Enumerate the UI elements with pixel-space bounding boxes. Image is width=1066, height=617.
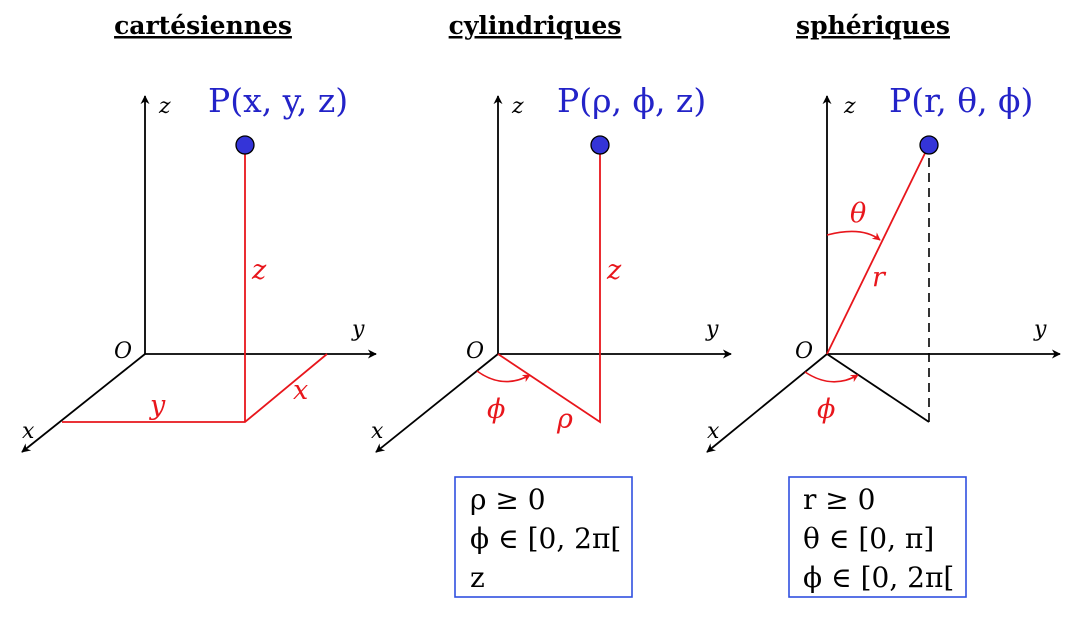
cylindrical-condition-z: z: [470, 561, 485, 594]
spherical-theta-arc: [826, 230, 881, 241]
spherical-projection-line: [826, 353, 930, 423]
cylindrical-axis-z-label: z: [511, 94, 524, 119]
cartesian-axis-x-label: x: [22, 419, 35, 444]
cylindrical-rho-and-height-lines: [497, 145, 601, 424]
spherical-origin-label: O: [795, 339, 813, 364]
spherical-title: sphériques: [796, 11, 950, 40]
spherical-phi-arc: [804, 371, 859, 383]
cylindrical-point-label: P(ρ, ϕ, z): [557, 81, 706, 120]
cylindrical-rho-label: ρ: [556, 404, 573, 435]
spherical-point-P: [919, 135, 939, 155]
cartesian-x-axis: [21, 353, 146, 453]
spherical-axis-z-label: z: [843, 94, 856, 119]
cartesian-point-label: P(x, y, z): [208, 81, 348, 120]
cylindrical-phi-label: ϕ: [487, 394, 505, 425]
spherical-axis-x-label: x: [707, 419, 720, 444]
cartesian-point-P: [235, 135, 255, 155]
cylindrical-condition-rho: ρ ≥ 0: [470, 483, 546, 516]
cylindrical-axis-y-label: y: [705, 317, 719, 342]
cartesian-axis-z-label: z: [158, 94, 171, 119]
cylindrical-point-P: [590, 135, 610, 155]
spherical-point-label: P(r, θ, ϕ): [889, 81, 1033, 120]
cylindrical-axis-x-label: x: [371, 419, 384, 444]
cartesian-title: cartésiennes: [114, 11, 292, 40]
cylindrical-conditions-box: ρ ≥ 0 ϕ ∈ [0, 2π[ z: [454, 476, 633, 598]
cartesian-x-value-label: x: [293, 375, 308, 406]
spherical-conditions-box: r ≥ 0 θ ∈ [0, π] ϕ ∈ [0, 2π[: [788, 476, 967, 598]
cylindrical-panel: cylindriques z y x O P(ρ, ϕ, z) z ρ ϕ ρ …: [371, 11, 732, 598]
cylindrical-origin-label: O: [466, 339, 484, 364]
spherical-phi-label: ϕ: [817, 394, 835, 425]
cartesian-z-value-label: z: [251, 255, 267, 286]
spherical-panel: sphériques z y x O P(r, θ, ϕ) θ r ϕ r ≥ …: [706, 11, 1061, 598]
spherical-condition-phi: ϕ ∈ [0, 2π[: [803, 561, 954, 594]
spherical-r-label: r: [872, 262, 887, 293]
spherical-theta-label: θ: [850, 198, 866, 229]
cylindrical-z-value-label: z: [606, 255, 622, 286]
cartesian-y-value-label: y: [149, 390, 166, 421]
cartesian-origin-label: O: [114, 339, 132, 364]
cylindrical-x-axis: [375, 353, 499, 453]
cylindrical-title: cylindriques: [449, 11, 622, 40]
cylindrical-condition-phi: ϕ ∈ [0, 2π[: [470, 522, 621, 555]
cylindrical-phi-arc: [476, 370, 531, 383]
cartesian-axis-y-label: y: [351, 317, 365, 342]
spherical-r-line: [826, 144, 930, 355]
spherical-x-axis: [706, 353, 828, 453]
cartesian-panel: cartésiennes z y x O P(x, y, z) z y x: [21, 11, 377, 453]
spherical-condition-theta: θ ∈ [0, π]: [803, 522, 934, 555]
spherical-axis-y-label: y: [1033, 317, 1047, 342]
spherical-condition-r: r ≥ 0: [803, 483, 875, 516]
